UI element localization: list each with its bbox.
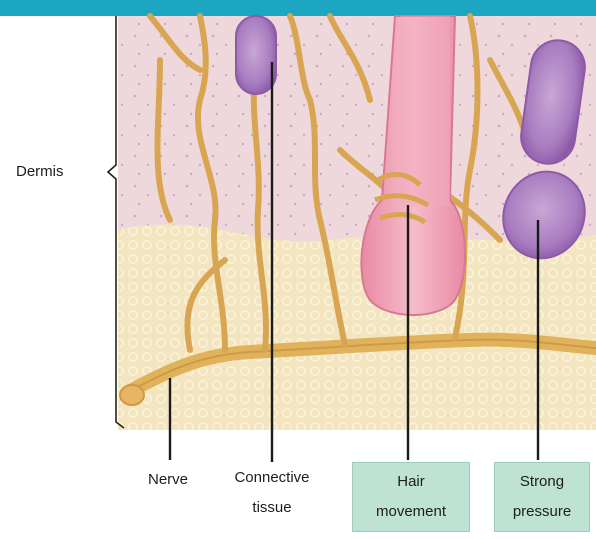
connective-tissue-label-line1: Connective [212,469,332,487]
connective-tissue-capsule [236,16,276,94]
top-band [0,0,596,16]
nerve-label: Nerve [128,471,208,489]
connective-tissue-label-line2: tissue [212,499,332,517]
hair-movement-label: Hair movement [352,462,470,532]
dermis-label: Dermis [16,163,96,181]
hair-movement-label-line1: Hair [357,473,465,491]
strong-pressure-label: Strong pressure [494,462,590,532]
strong-pressure-label-line2: pressure [499,503,585,521]
connective-tissue-label: Connective tissue [212,469,332,517]
strong-pressure-label-line1: Strong [499,473,585,491]
hair-movement-label-line2: movement [357,503,465,521]
nerve-ending [120,385,144,405]
